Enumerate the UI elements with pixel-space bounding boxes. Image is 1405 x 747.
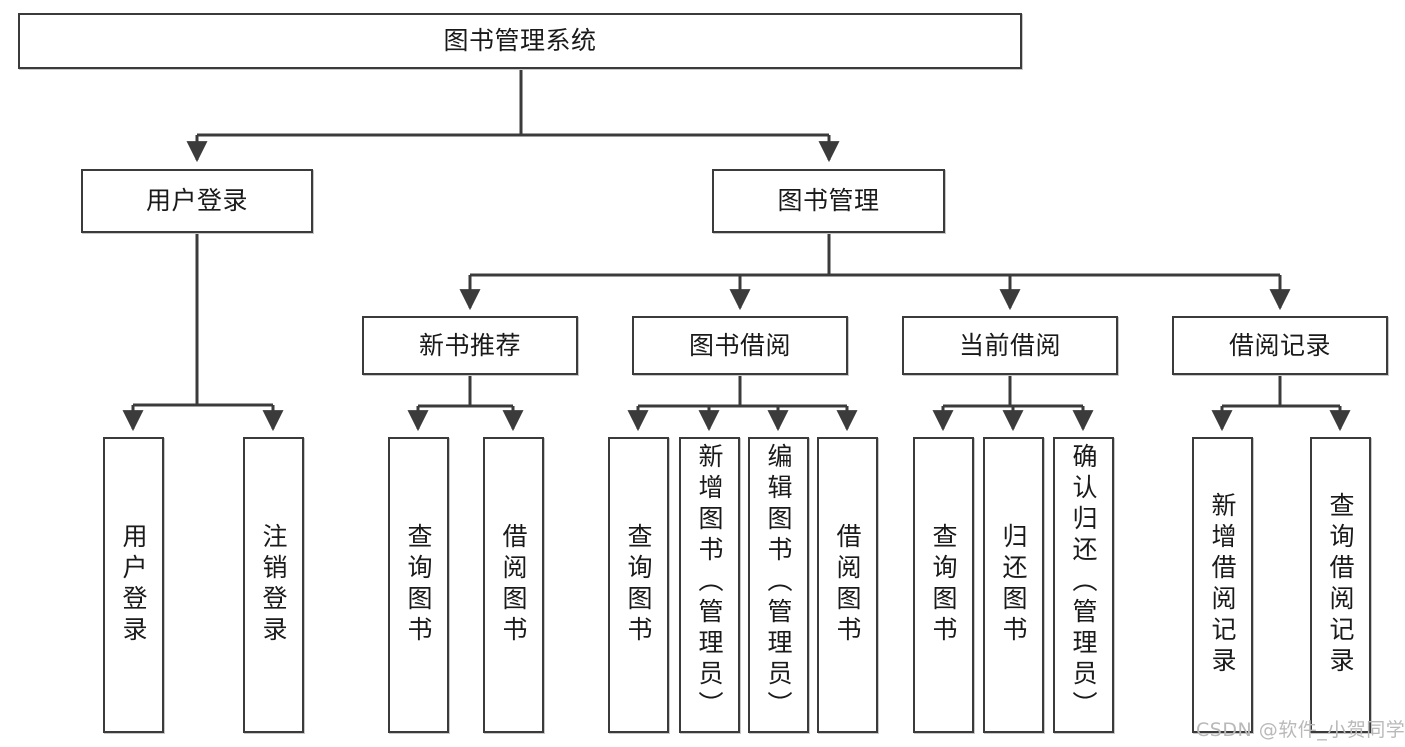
node-label-leaf-add-record: 新增借阅记录 — [1208, 492, 1237, 678]
node-label-leaf-user-login: 用户登录 — [119, 523, 148, 647]
watermark-text: CSDN @软件_小贺同学 — [1196, 719, 1405, 741]
node-label-book-manage: 图书管理 — [777, 186, 880, 215]
node-label-current-borrow: 当前借阅 — [958, 330, 1061, 360]
node-label-new-book-rec: 新书推荐 — [418, 330, 521, 360]
node-root[interactable]: 图书管理系统 — [18, 13, 1022, 69]
node-label-leaf-edit-book: 编辑图书（管理员） — [764, 443, 793, 722]
node-leaf-query-record[interactable]: 查询借阅记录 — [1310, 437, 1371, 733]
node-label-leaf-confirm-return: 确认归还（管理员） — [1069, 443, 1098, 722]
node-label-leaf-query-record: 查询借阅记录 — [1326, 492, 1355, 678]
node-new-book-rec[interactable]: 新书推荐 — [362, 316, 578, 375]
node-leaf-query-book-borrow[interactable]: 查询图书 — [608, 437, 669, 733]
node-current-borrow[interactable]: 当前借阅 — [902, 316, 1118, 375]
node-label-user-login: 用户登录 — [145, 186, 248, 215]
node-label-leaf-add-book: 新增图书（管理员） — [695, 443, 724, 722]
node-leaf-user-login[interactable]: 用户登录 — [103, 437, 164, 733]
node-leaf-edit-book[interactable]: 编辑图书（管理员） — [748, 437, 809, 733]
node-label-leaf-logout: 注销登录 — [259, 523, 288, 647]
node-user-login[interactable]: 用户登录 — [81, 169, 313, 233]
node-label-leaf-query-book-current: 查询图书 — [929, 523, 958, 647]
node-leaf-add-book[interactable]: 新增图书（管理员） — [679, 437, 740, 733]
node-label-leaf-query-book-borrow: 查询图书 — [624, 523, 653, 647]
node-label-leaf-return-book: 归还图书 — [999, 523, 1028, 647]
node-label-borrow-record: 借阅记录 — [1228, 330, 1331, 360]
node-leaf-borrow-book-rec[interactable]: 借阅图书 — [483, 437, 544, 733]
node-book-borrow[interactable]: 图书借阅 — [632, 316, 848, 375]
node-leaf-logout[interactable]: 注销登录 — [243, 437, 304, 733]
csdn-watermark: CSDN @软件_小贺同学 — [1196, 715, 1405, 742]
node-leaf-add-record[interactable]: 新增借阅记录 — [1192, 437, 1253, 733]
node-borrow-record[interactable]: 借阅记录 — [1172, 316, 1388, 375]
node-leaf-return-book[interactable]: 归还图书 — [983, 437, 1044, 733]
node-book-manage[interactable]: 图书管理 — [712, 169, 945, 233]
node-label-book-borrow: 图书借阅 — [688, 330, 791, 360]
node-label-leaf-borrow-book: 借阅图书 — [833, 523, 862, 647]
node-label-leaf-borrow-book-rec: 借阅图书 — [499, 523, 528, 647]
node-label-root: 图书管理系统 — [443, 26, 597, 55]
node-leaf-query-book-rec[interactable]: 查询图书 — [388, 437, 449, 733]
node-leaf-confirm-return[interactable]: 确认归还（管理员） — [1053, 437, 1114, 733]
node-leaf-borrow-book[interactable]: 借阅图书 — [817, 437, 878, 733]
node-leaf-query-book-current[interactable]: 查询图书 — [913, 437, 974, 733]
node-label-leaf-query-book-rec: 查询图书 — [404, 523, 433, 647]
